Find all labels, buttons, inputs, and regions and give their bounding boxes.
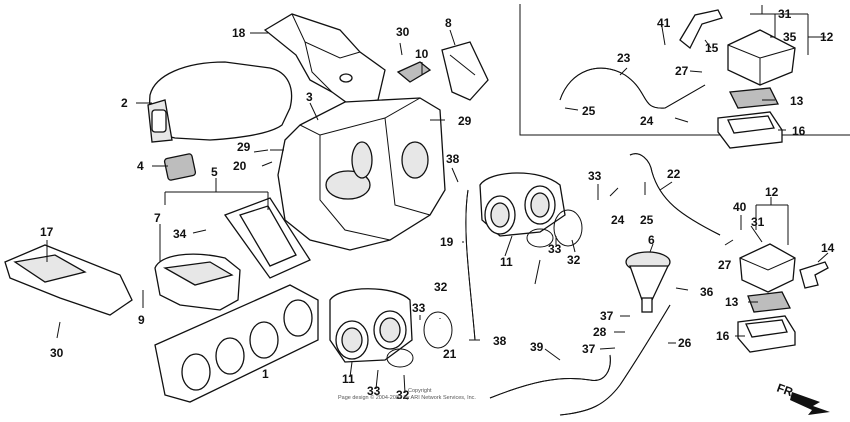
part-11-lower-tubes	[329, 288, 413, 363]
callout-25b: 25	[640, 213, 654, 227]
callout-30a: 30	[396, 25, 410, 39]
callout-32c: 32	[396, 388, 410, 402]
callout-35: 35	[783, 30, 797, 44]
callout-23: 23	[617, 51, 631, 65]
callout-6: 6	[648, 233, 655, 247]
callouts: 1 2 3 4 5 6 7 8 9 10 11 11 12 12 13 13 1…	[40, 7, 835, 402]
credit-line-2: Page design © 2004-2022 by ARI Network S…	[338, 394, 476, 401]
part-4-block	[163, 153, 197, 181]
front-arrow-icon	[790, 392, 830, 415]
callout-11b: 11	[342, 372, 355, 386]
callout-37a: 37	[600, 309, 614, 323]
callout-30b: 30	[50, 346, 64, 360]
part-1-side-panel	[154, 284, 319, 403]
callout-13a: 13	[790, 94, 804, 108]
part-8-valve	[441, 41, 489, 101]
part-14-bracket	[799, 261, 829, 289]
part-17-left-duct	[4, 244, 133, 316]
callout-16a: 16	[792, 124, 806, 138]
callout-11a: 11	[500, 255, 513, 269]
callout-12b: 12	[765, 185, 779, 199]
callout-15: 15	[705, 41, 719, 55]
credit-line-1: Copyright	[408, 388, 432, 394]
callout-18: 18	[232, 26, 246, 40]
part-12-valve-inset	[727, 29, 796, 86]
callout-31b: 31	[751, 215, 765, 229]
callout-19: 19	[440, 235, 454, 249]
callout-25a: 25	[582, 104, 596, 118]
callout-8: 8	[445, 16, 452, 30]
part-15-bracket	[679, 9, 723, 50]
part-19-breather-tube	[465, 189, 476, 341]
clamp-33-lower	[386, 348, 414, 368]
callout-33a: 33	[588, 169, 602, 183]
callout-13b: 13	[725, 295, 739, 309]
part-2-air-filter-cover	[147, 61, 293, 143]
callout-16b: 16	[716, 329, 730, 343]
part-13-pad-lower	[747, 291, 791, 313]
part-13-pad-inset	[728, 87, 780, 109]
part-3-air-cleaner-case	[277, 97, 446, 251]
callout-40: 40	[733, 200, 747, 214]
callout-21: 21	[443, 347, 457, 361]
callout-38a: 38	[446, 152, 460, 166]
callout-27a: 27	[675, 64, 689, 78]
callout-26: 26	[678, 336, 692, 350]
part-7-connecting-tube	[154, 253, 241, 311]
callout-12a: 12	[820, 30, 834, 44]
part-16-cover-lower	[737, 315, 796, 353]
callout-22: 22	[667, 167, 681, 181]
callout-7: 7	[154, 211, 161, 225]
part-10-clip	[396, 61, 432, 83]
callout-31a: 31	[778, 7, 792, 21]
callout-20: 20	[233, 159, 247, 173]
callout-36: 36	[700, 285, 714, 299]
part-5-gasket	[223, 197, 311, 279]
callout-3: 3	[306, 90, 313, 104]
callout-33b: 33	[548, 242, 562, 256]
callout-17: 17	[40, 225, 54, 239]
callout-14: 14	[821, 241, 835, 255]
callout-4: 4	[137, 159, 144, 173]
callout-38b: 38	[493, 334, 507, 348]
part-16-cover-inset	[717, 111, 783, 149]
callout-29a: 29	[237, 140, 251, 154]
callout-5: 5	[211, 165, 218, 179]
callout-2: 2	[121, 96, 128, 110]
callout-27b: 27	[718, 258, 732, 272]
callout-1: 1	[262, 367, 269, 381]
callout-24b: 24	[611, 213, 625, 227]
clamp-33-upper	[526, 228, 554, 248]
part-6-drain-funnel	[625, 251, 671, 313]
callout-33c: 33	[412, 301, 426, 315]
callout-30c: 30	[395, 25, 409, 39]
callout-33d: 33	[367, 384, 381, 398]
callout-32b: 32	[434, 280, 448, 294]
callout-24a: 24	[640, 114, 654, 128]
callout-10: 10	[415, 47, 429, 61]
front-marker-label: FR.	[775, 381, 798, 401]
callout-28: 28	[593, 325, 607, 339]
callout-34: 34	[173, 227, 187, 241]
callout-37b: 37	[582, 342, 596, 356]
callout-32a: 32	[567, 253, 581, 267]
callout-39: 39	[530, 340, 544, 354]
leader-lines	[46, 5, 829, 394]
part-11-upper-tubes	[479, 172, 566, 237]
callout-41: 41	[657, 16, 671, 30]
callout-29b: 29	[458, 114, 472, 128]
callout-9: 9	[138, 313, 145, 327]
part-26-hose	[559, 304, 671, 416]
clamp-32-lower	[423, 311, 453, 349]
clamp-32-upper	[553, 209, 583, 247]
part-12-valve-lower	[739, 243, 796, 293]
